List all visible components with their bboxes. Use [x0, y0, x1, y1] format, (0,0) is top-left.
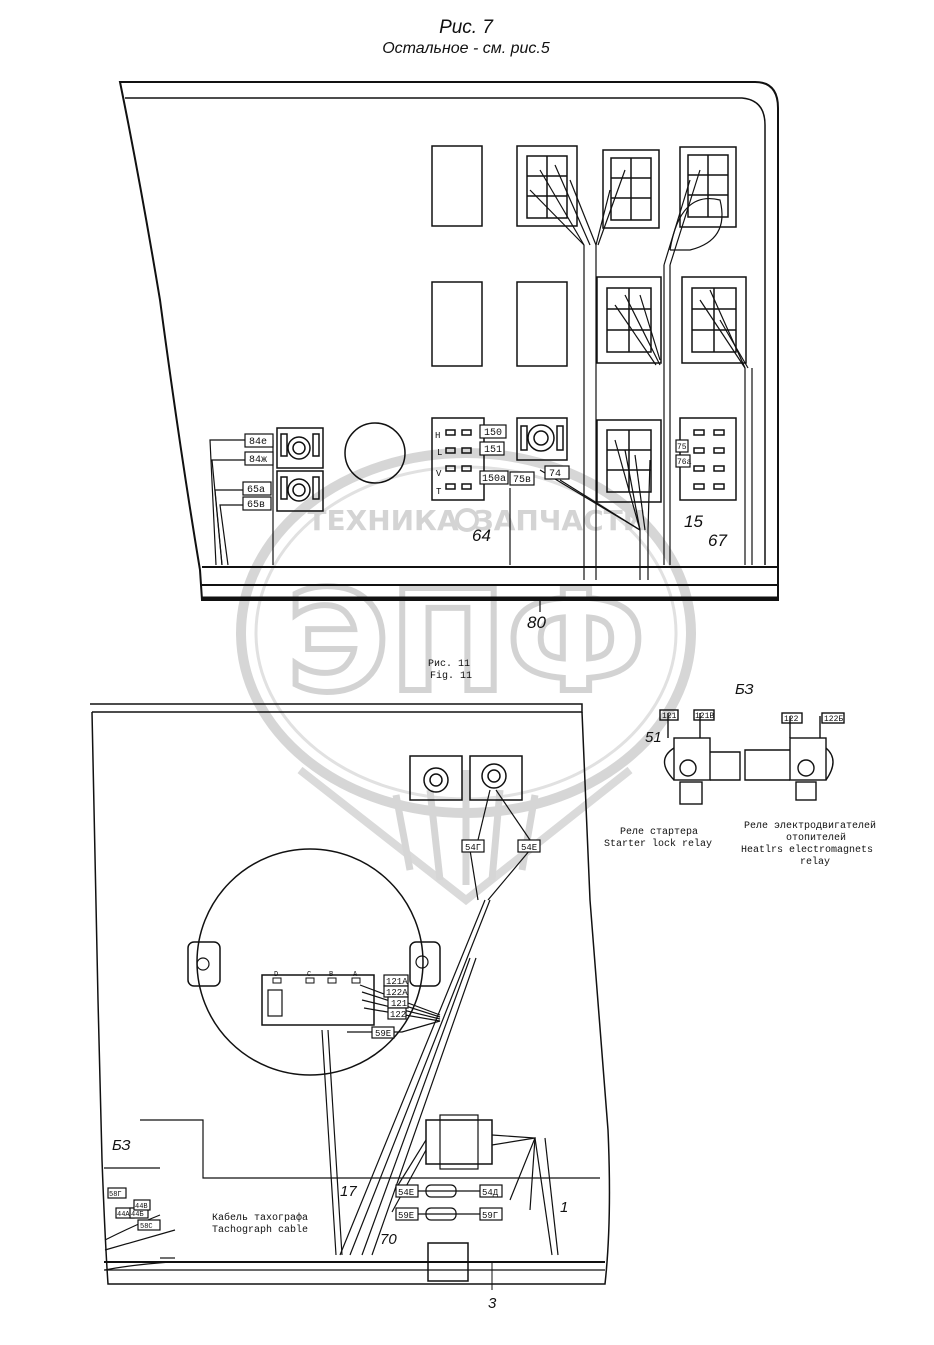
heater-relay-en-2: relay — [800, 856, 830, 868]
fuse-block — [516, 145, 578, 227]
tag-121a: 121А — [386, 977, 408, 987]
tag-122-detail: 122 — [784, 715, 799, 724]
tag-75: 75 — [677, 443, 687, 452]
upper-panel — [118, 81, 779, 612]
fig-ref-ru: Рис. 11 — [428, 659, 470, 670]
callout-80: 80 — [527, 613, 546, 632]
tag-84zh: 84ж — [249, 455, 267, 466]
module-col-b: B — [329, 971, 333, 979]
tag-54e-top: 54Е — [521, 843, 537, 853]
fuse-block — [602, 149, 660, 229]
round-cutout — [344, 422, 406, 484]
callout-3: 3 — [488, 1295, 497, 1312]
tachograph-module — [261, 974, 375, 1026]
tag-84e: 84е — [249, 437, 267, 448]
starter-relay-en: Starter lock relay — [604, 838, 712, 850]
module-col-a: A — [353, 971, 358, 979]
instrument-cutout — [196, 848, 424, 1076]
watermark-brand-left: ТЕХНИКА — [307, 504, 459, 537]
lower-panel — [90, 703, 611, 1290]
tag-59g: 59Г — [482, 1211, 498, 1221]
tag-150a: 150а — [482, 474, 506, 485]
tag-54g: 54Г — [465, 843, 481, 853]
switch-block — [276, 427, 324, 469]
callout-17: 17 — [340, 1183, 357, 1200]
cable-label-ru: Кабель тахографа — [212, 1211, 308, 1224]
tag-122a: 122А — [386, 988, 408, 998]
tag-151: 151 — [484, 445, 502, 456]
harness — [209, 164, 753, 612]
tag-65v: 65в — [247, 500, 265, 511]
relay-letter-n: Н — [435, 431, 440, 441]
relay-letter-l: L — [437, 448, 442, 458]
tag-122b: 122Б — [824, 715, 843, 724]
tag-65a: 65а — [247, 485, 265, 496]
watermark-logo: ЭПФ — [287, 561, 646, 724]
tag-44a: 44А — [117, 1211, 130, 1219]
tag-121-detail: 121 — [662, 712, 677, 721]
switch-block — [516, 417, 568, 461]
callout-70: 70 — [380, 1231, 397, 1248]
tag-150: 150 — [484, 428, 502, 439]
relay-letter-v: V — [436, 469, 442, 479]
tag-121: 121 — [391, 999, 407, 1009]
switch-block — [276, 470, 324, 512]
relay-block — [431, 417, 485, 501]
heater-relay-ru-1: Реле электродвигателей — [744, 820, 876, 832]
fig-ref-en: Fig. 11 — [430, 670, 472, 682]
fuse-block — [596, 419, 662, 503]
heater-relay-ru-2: отопителей — [786, 832, 846, 844]
switch-block — [409, 755, 523, 801]
tag-122: 122 — [390, 1010, 406, 1020]
tag-75v: 75в — [513, 475, 531, 486]
callout-51: 51 — [645, 729, 662, 746]
tag-44b: 44Б — [131, 1211, 144, 1219]
watermark-brand-right: ЗАПЧАСТИ — [474, 504, 646, 537]
b3-label-detail: БЗ — [735, 681, 754, 698]
callout-1: 1 — [560, 1199, 568, 1216]
connector-tags — [242, 424, 691, 511]
callout-15: 15 — [684, 512, 703, 531]
relay-detail — [659, 709, 845, 805]
tag-44v: 44В — [135, 1203, 148, 1211]
heater-relay-en-1: Heatlrs electromagnets — [741, 844, 873, 856]
tag-54d: 54Д — [482, 1188, 499, 1198]
tag-54e: 54Е — [398, 1188, 414, 1198]
tag-59e: 59Е — [398, 1211, 414, 1221]
b3-label-lower: БЗ — [112, 1137, 131, 1154]
figure-title: Рис. 7 — [439, 17, 494, 38]
tag-74: 74 — [549, 469, 561, 480]
fuse-block — [596, 276, 662, 364]
tag-58g: 58Г — [109, 1191, 122, 1199]
starter-relay-ru: Реле стартера — [620, 827, 698, 838]
watermark: ЭПФ ТЕХНИКА ЗАПЧАСТИ — [236, 448, 696, 906]
relay-letter-t: T — [436, 487, 442, 497]
tag-58s: 58С — [140, 1223, 153, 1231]
module-col-d: D — [274, 971, 278, 979]
figure-subtitle: Остальное - см. рис.5 — [382, 40, 550, 57]
relay-block — [679, 417, 737, 501]
tag-59e-circle: 59Е — [375, 1029, 391, 1039]
cable-label-en: Tachograph cable — [212, 1224, 308, 1236]
callout-64: 64 — [472, 526, 491, 545]
module-col-c: C — [307, 971, 311, 979]
gear-icon — [455, 508, 479, 532]
tag-121v: 121В — [695, 712, 714, 721]
tag-76a: 76а — [677, 458, 692, 467]
callout-67: 67 — [708, 531, 727, 550]
